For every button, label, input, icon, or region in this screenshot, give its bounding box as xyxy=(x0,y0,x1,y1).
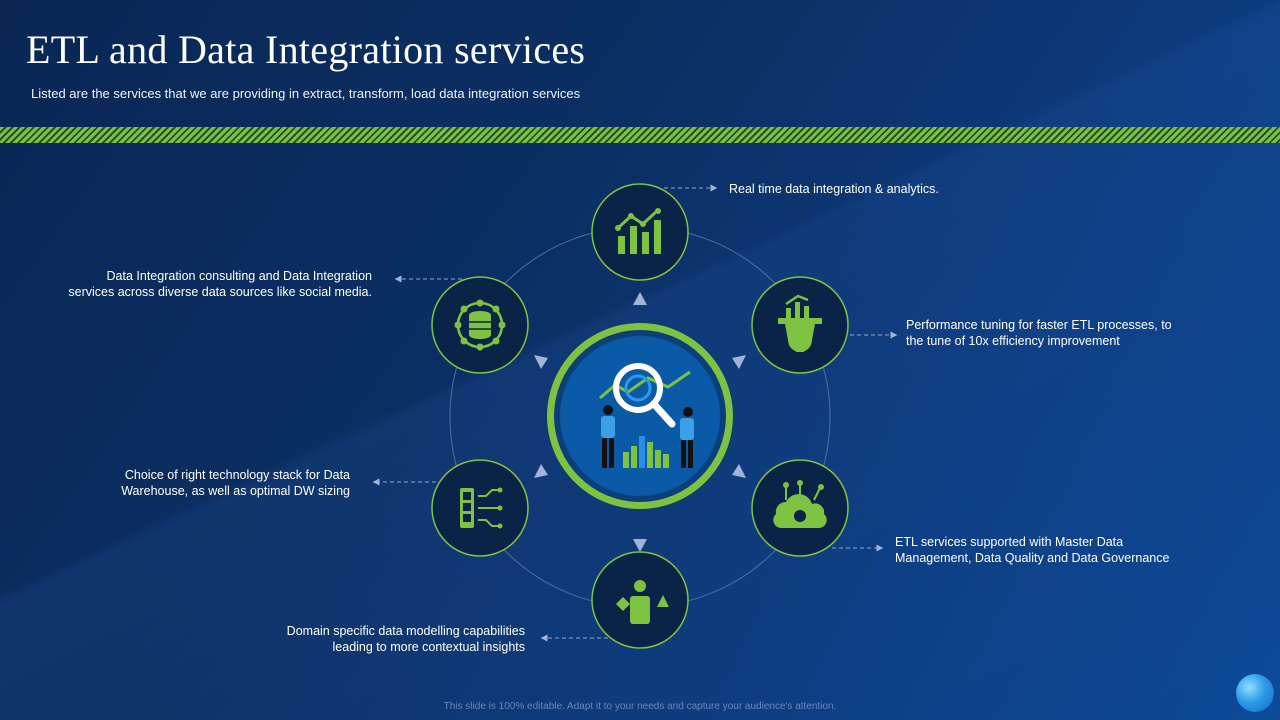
gear-growth-icon xyxy=(778,294,822,352)
bar-chart-trend-icon xyxy=(615,208,661,254)
analysts-magnifier-icon xyxy=(599,363,694,468)
service-text-line: Real time data integration & analytics. xyxy=(729,182,939,196)
service-text-line: Choice of right technology stack for Dat… xyxy=(124,468,350,482)
service-label-performance: Performance tuning for faster ETL proces… xyxy=(906,317,1226,349)
service-text-line: Domain specific data modelling capabilit… xyxy=(286,624,525,638)
service-text-line: leading to more contextual insights xyxy=(332,640,525,654)
service-text-line: Data Integration consulting and Data Int… xyxy=(106,269,372,283)
corner-orb xyxy=(1236,674,1274,712)
arrow-upper-left xyxy=(534,355,548,369)
arrow-lower-left xyxy=(534,464,548,478)
slide-title: ETL and Data Integration services xyxy=(26,27,586,72)
node-realtime xyxy=(591,183,689,281)
database-network-icon xyxy=(454,299,506,351)
service-text-line: Management, Data Quality and Data Govern… xyxy=(895,551,1170,565)
service-label-realtime: Real time data integration & analytics. xyxy=(729,181,1069,197)
arrow-up xyxy=(633,292,647,305)
slide-subtitle: Listed are the services that we are prov… xyxy=(31,86,581,101)
footer-note: This slide is 100% editable. Adapt it to… xyxy=(443,701,837,712)
arrow-down xyxy=(633,539,647,552)
server-circuit-icon xyxy=(460,487,503,529)
cloud-network-icon xyxy=(773,480,827,529)
arrow-upper-right xyxy=(732,355,746,369)
node-techstack xyxy=(431,459,529,557)
service-label-modelling: Domain specific data modelling capabilit… xyxy=(215,623,525,655)
person-shapes-icon xyxy=(616,580,669,624)
service-label-consulting: Data Integration consulting and Data Int… xyxy=(30,268,372,300)
service-text-line: Warehouse, as well as optimal DW sizing xyxy=(121,484,350,498)
node-performance xyxy=(751,276,849,374)
service-text-line: ETL services supported with Master Data xyxy=(895,535,1124,549)
center-hub xyxy=(547,323,733,509)
node-mdm xyxy=(751,459,849,557)
service-text-line: services across diverse data sources lik… xyxy=(68,285,372,299)
service-label-techstack: Choice of right technology stack for Dat… xyxy=(50,467,350,499)
node-modelling xyxy=(591,551,689,649)
arrow-lower-right xyxy=(732,464,746,478)
service-label-mdm: ETL services supported with Master Data … xyxy=(895,534,1235,566)
service-text-line: the tune of 10x efficiency improvement xyxy=(906,334,1120,348)
service-text-line: Performance tuning for faster ETL proces… xyxy=(906,318,1172,332)
divider-stripe xyxy=(0,127,1280,143)
node-consulting xyxy=(431,276,529,374)
